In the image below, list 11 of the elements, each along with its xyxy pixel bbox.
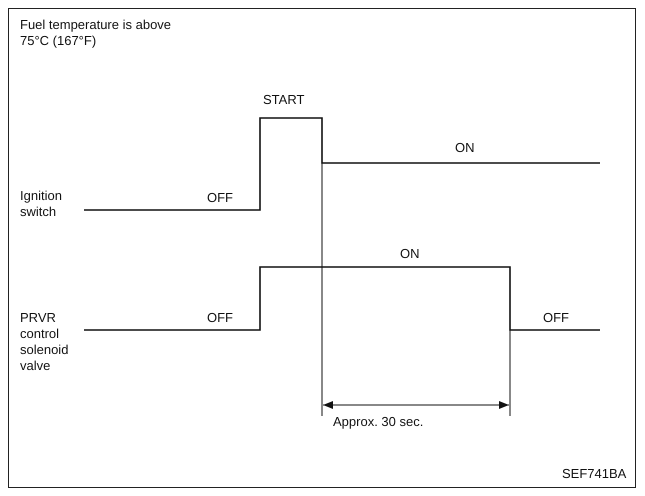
state-label: OFF xyxy=(207,190,233,206)
state-label: OFF xyxy=(543,310,569,326)
signal-name: Ignition switch xyxy=(20,188,63,220)
state-label: ON xyxy=(400,246,420,262)
figure-code: SEF741BA xyxy=(562,466,626,482)
note-text: Fuel temperature is above 75°C (167°F) xyxy=(20,17,172,49)
state-label: START xyxy=(263,92,304,108)
state-label: ON xyxy=(455,140,474,156)
dimension-label: Approx. 30 sec. xyxy=(333,414,424,430)
state-label: OFF xyxy=(207,310,233,326)
signal-name: PRVR control solenoid valve xyxy=(20,310,70,374)
